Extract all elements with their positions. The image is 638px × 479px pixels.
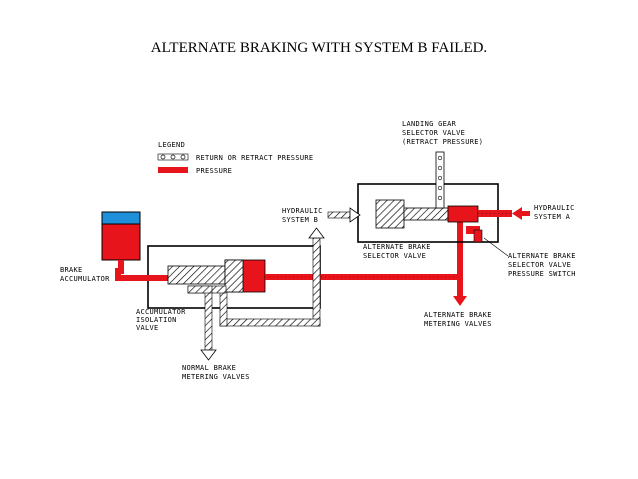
switch-label-3: PRESSURE SWITCH xyxy=(508,270,576,278)
landing-gear-label-3: (RETRACT PRESSURE) xyxy=(402,138,483,146)
normal-metering-label-2: METERING VALVES xyxy=(182,373,250,381)
isolation-label-1: ACCUMULATOR xyxy=(136,308,186,316)
legend-pressure-label: PRESSURE xyxy=(196,167,232,175)
system-b-label-1: HYDRAULIC xyxy=(282,207,323,215)
accumulator-label-1: BRAKE xyxy=(60,266,83,274)
legend-heading: LEGEND xyxy=(158,141,185,149)
selector-label-1: ALTERNATE BRAKE xyxy=(363,243,431,251)
legend-pressure-swatch xyxy=(158,167,188,173)
legend-return-swatch xyxy=(157,153,189,161)
system-b-input-arrow xyxy=(327,207,361,223)
brake-accumulator xyxy=(101,211,141,274)
alt-metering-arrow xyxy=(453,296,467,306)
normal-brake-line xyxy=(187,285,217,361)
alt-metering-label-1: ALTERNATE BRAKE xyxy=(424,311,492,319)
legend-return-label: RETURN OR RETRACT PRESSURE xyxy=(196,154,313,162)
isolation-label-3: VALVE xyxy=(136,324,159,332)
legend: LEGEND RETURN OR RETRACT PRESSURE PRESSU… xyxy=(157,141,313,175)
normal-metering-label-1: NORMAL BRAKE xyxy=(182,364,236,372)
alt-metering-label-2: METERING VALVES xyxy=(424,320,492,328)
switch-label-2: SELECTOR VALVE xyxy=(508,261,571,269)
system-b-label-2: SYSTEM B xyxy=(282,216,318,224)
switch-label-1: ALTERNATE BRAKE xyxy=(508,252,576,260)
system-a-label-2: SYSTEM A xyxy=(534,213,571,221)
landing-gear-label-2: SELECTOR VALVE xyxy=(402,129,465,137)
selector-valve-spool xyxy=(375,199,479,229)
system-a-label-1: HYDRAULIC xyxy=(534,204,575,212)
system-a-input xyxy=(478,207,530,220)
landing-gear-label-1: LANDING GEAR xyxy=(402,120,457,128)
selector-label-2: SELECTOR VALVE xyxy=(363,252,426,260)
accumulator-label-2: ACCUMULATOR xyxy=(60,275,110,283)
diagram-title: ALTERNATE BRAKING WITH SYSTEM B FAILED. xyxy=(150,40,488,56)
isolation-label-2: ISOLATION xyxy=(136,316,177,324)
landing-gear-return-line xyxy=(435,151,445,209)
pressure-switch xyxy=(466,226,509,257)
